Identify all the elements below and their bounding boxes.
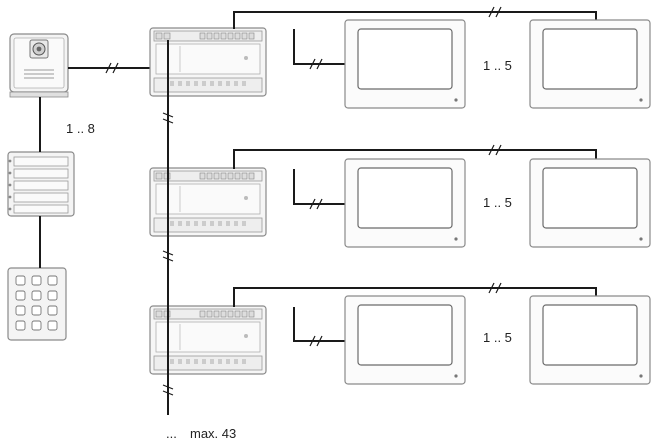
controller-to-monitor-wire — [293, 307, 345, 342]
door-station — [9, 33, 69, 98]
monitor-count-label-row1: 1 .. 5 — [483, 58, 512, 73]
monitor-row-2: 1 .. 5 — [233, 144, 651, 248]
indoor-monitor-icon — [529, 158, 651, 248]
indoor-monitor-icon — [344, 158, 466, 248]
max-controllers-label: max. 43 — [190, 426, 236, 441]
door-station-count-label: 1 .. 8 — [66, 121, 95, 136]
indoor-monitor-icon — [529, 19, 651, 109]
monitor-link-wire — [233, 287, 597, 307]
controller-to-monitor-wire — [293, 29, 345, 65]
button-module — [7, 151, 75, 217]
monitor-row-3: 1 .. 5 — [233, 282, 651, 385]
button-module-icon — [8, 156, 69, 214]
monitor-count-label-row2: 1 .. 5 — [483, 195, 512, 210]
keypad-module — [7, 267, 67, 341]
indoor-monitor-icon — [344, 295, 466, 385]
monitor-link-wire — [233, 149, 597, 169]
monitor-count-label-row3: 1 .. 5 — [483, 330, 512, 345]
keypad-module-icon — [15, 275, 58, 331]
continuation-dots: ... — [166, 426, 177, 441]
controller-to-monitor-wire — [293, 169, 345, 205]
indoor-monitor-icon — [344, 19, 466, 109]
indoor-monitor-icon — [529, 295, 651, 385]
monitor-row-1: 1 .. 5 — [233, 6, 651, 109]
camera-door-station-icon — [29, 39, 49, 59]
monitor-link-wire — [233, 11, 597, 29]
